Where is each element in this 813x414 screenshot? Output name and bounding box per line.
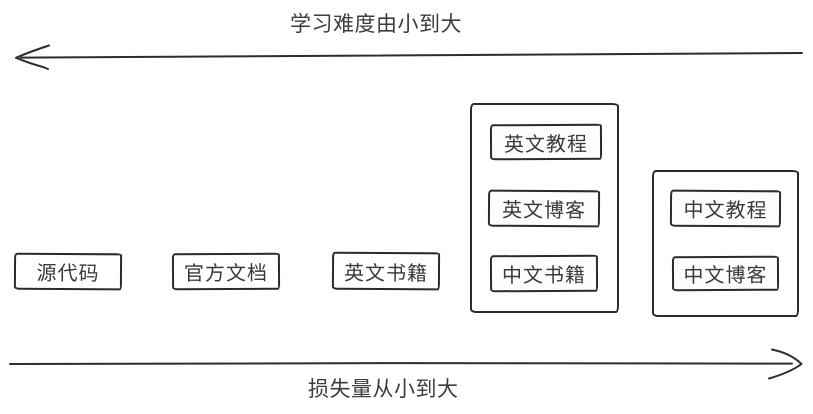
top-axis-label: 学习难度由小到大 xyxy=(290,12,462,36)
node-chinese-blogs: 中文博客 xyxy=(671,255,780,292)
node-source-code: 源代码 xyxy=(13,252,123,291)
node-label: 源代码 xyxy=(36,260,100,286)
node-english-blogs: 英文博客 xyxy=(487,189,601,228)
top-axis-arrowhead-left-icon xyxy=(15,44,50,70)
node-chinese-books: 中文书籍 xyxy=(489,254,599,293)
node-official-docs: 官方文档 xyxy=(171,252,281,291)
bottom-axis-arrowhead-right-icon xyxy=(768,348,803,380)
node-english-books: 英文书籍 xyxy=(331,251,441,291)
bottom-axis-arrow-line xyxy=(9,362,793,365)
node-label: 英文教程 xyxy=(503,131,589,156)
node-label: 中文书籍 xyxy=(501,262,587,288)
node-label: 中文博客 xyxy=(683,262,768,288)
node-label: 英文博客 xyxy=(501,197,587,223)
group-english-resources: 英文教程 英文博客 中文书籍 xyxy=(470,103,619,313)
node-english-tutorials: 英文教程 xyxy=(489,123,603,161)
top-axis-arrow-line xyxy=(20,52,803,59)
group-chinese-resources: 中文教程 中文博客 xyxy=(652,170,799,317)
node-label: 官方文档 xyxy=(183,260,269,286)
bottom-axis-label: 损失量从小到大 xyxy=(308,377,459,401)
node-label: 中文教程 xyxy=(683,197,768,223)
node-chinese-tutorials: 中文教程 xyxy=(669,189,782,228)
node-label: 英文书籍 xyxy=(343,260,429,285)
